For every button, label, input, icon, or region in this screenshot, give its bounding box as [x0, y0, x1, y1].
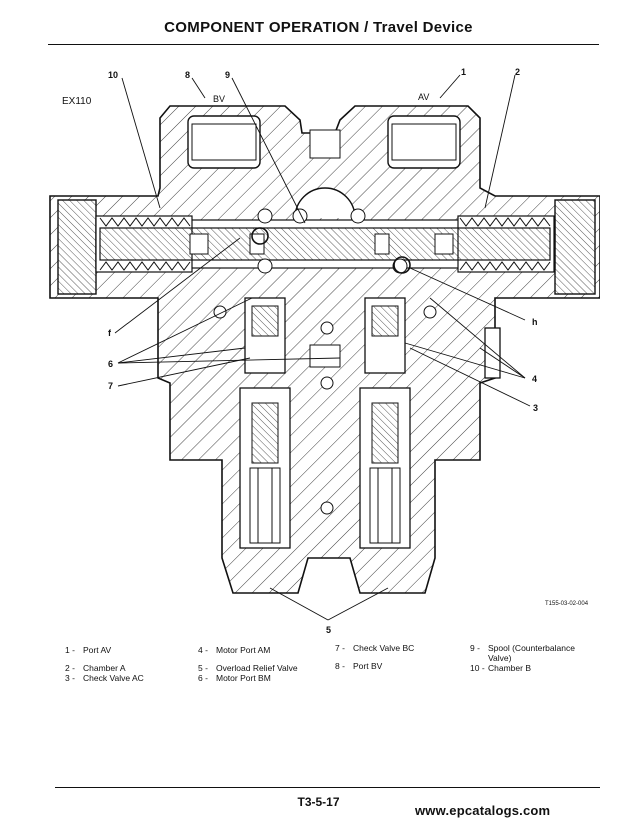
legend-item: 8 -Port BV [335, 661, 383, 671]
travel-device-diagram: 10 8 9 1 2 f 6 7 h 4 3 5 EX110 BV AV T15… [49, 67, 600, 633]
legend-col-2: 4 -Motor Port AM 5 -Overload Relief Valv… [198, 645, 298, 683]
legend-col-3: 7 -Check Valve BC 8 -Port BV [335, 643, 414, 671]
page-number: T3-5-17 [297, 795, 340, 809]
website-link[interactable]: www.epcatalogs.com [415, 803, 551, 818]
header-rule [48, 44, 599, 45]
model-label: EX110 [62, 96, 92, 107]
legend-item: 9 -Spool (Counterbalance [470, 643, 575, 653]
legend-item: 5 -Overload Relief Valve [198, 663, 298, 673]
legend-col-4: 9 -Spool (Counterbalance Valve) 10 -Cham… [470, 643, 575, 673]
callout-1: 1 [461, 67, 466, 77]
callout-5: 5 [326, 625, 331, 633]
legend-col-1: 1 -Port AV 2 -Chamber A 3 -Check Valve A… [65, 645, 144, 683]
callout-7: 7 [108, 381, 113, 391]
callout-8: 8 [185, 70, 190, 80]
legend-item: 7 -Check Valve BC [335, 643, 415, 653]
callout-10: 10 [108, 70, 118, 80]
callout-4: 4 [532, 374, 537, 384]
footer-rule [55, 787, 600, 788]
callout-6: 6 [108, 359, 113, 369]
callout-f: f [108, 328, 112, 338]
callout-2: 2 [515, 67, 520, 77]
spool [99, 227, 551, 261]
legend-item: 1 -Port AV [65, 645, 112, 655]
legend-item: 6 -Motor Port BM [198, 673, 271, 683]
legend-item: 2 -Chamber A [65, 663, 126, 673]
legend-item: 3 -Check Valve AC [65, 673, 144, 683]
callout-3: 3 [533, 403, 538, 413]
legend-item: 10 -Chamber B [470, 663, 531, 673]
port-av-label: AV [418, 92, 429, 102]
callout-9: 9 [225, 70, 230, 80]
callout-h: h [532, 317, 538, 327]
figure-id: T155-03-02-004 [545, 601, 589, 607]
legend-item: Valve) [488, 653, 512, 663]
legend-item: 4 -Motor Port AM [198, 645, 271, 655]
port-bv-label: BV [213, 94, 225, 104]
page-title: COMPONENT OPERATION / Travel Device [164, 19, 473, 36]
